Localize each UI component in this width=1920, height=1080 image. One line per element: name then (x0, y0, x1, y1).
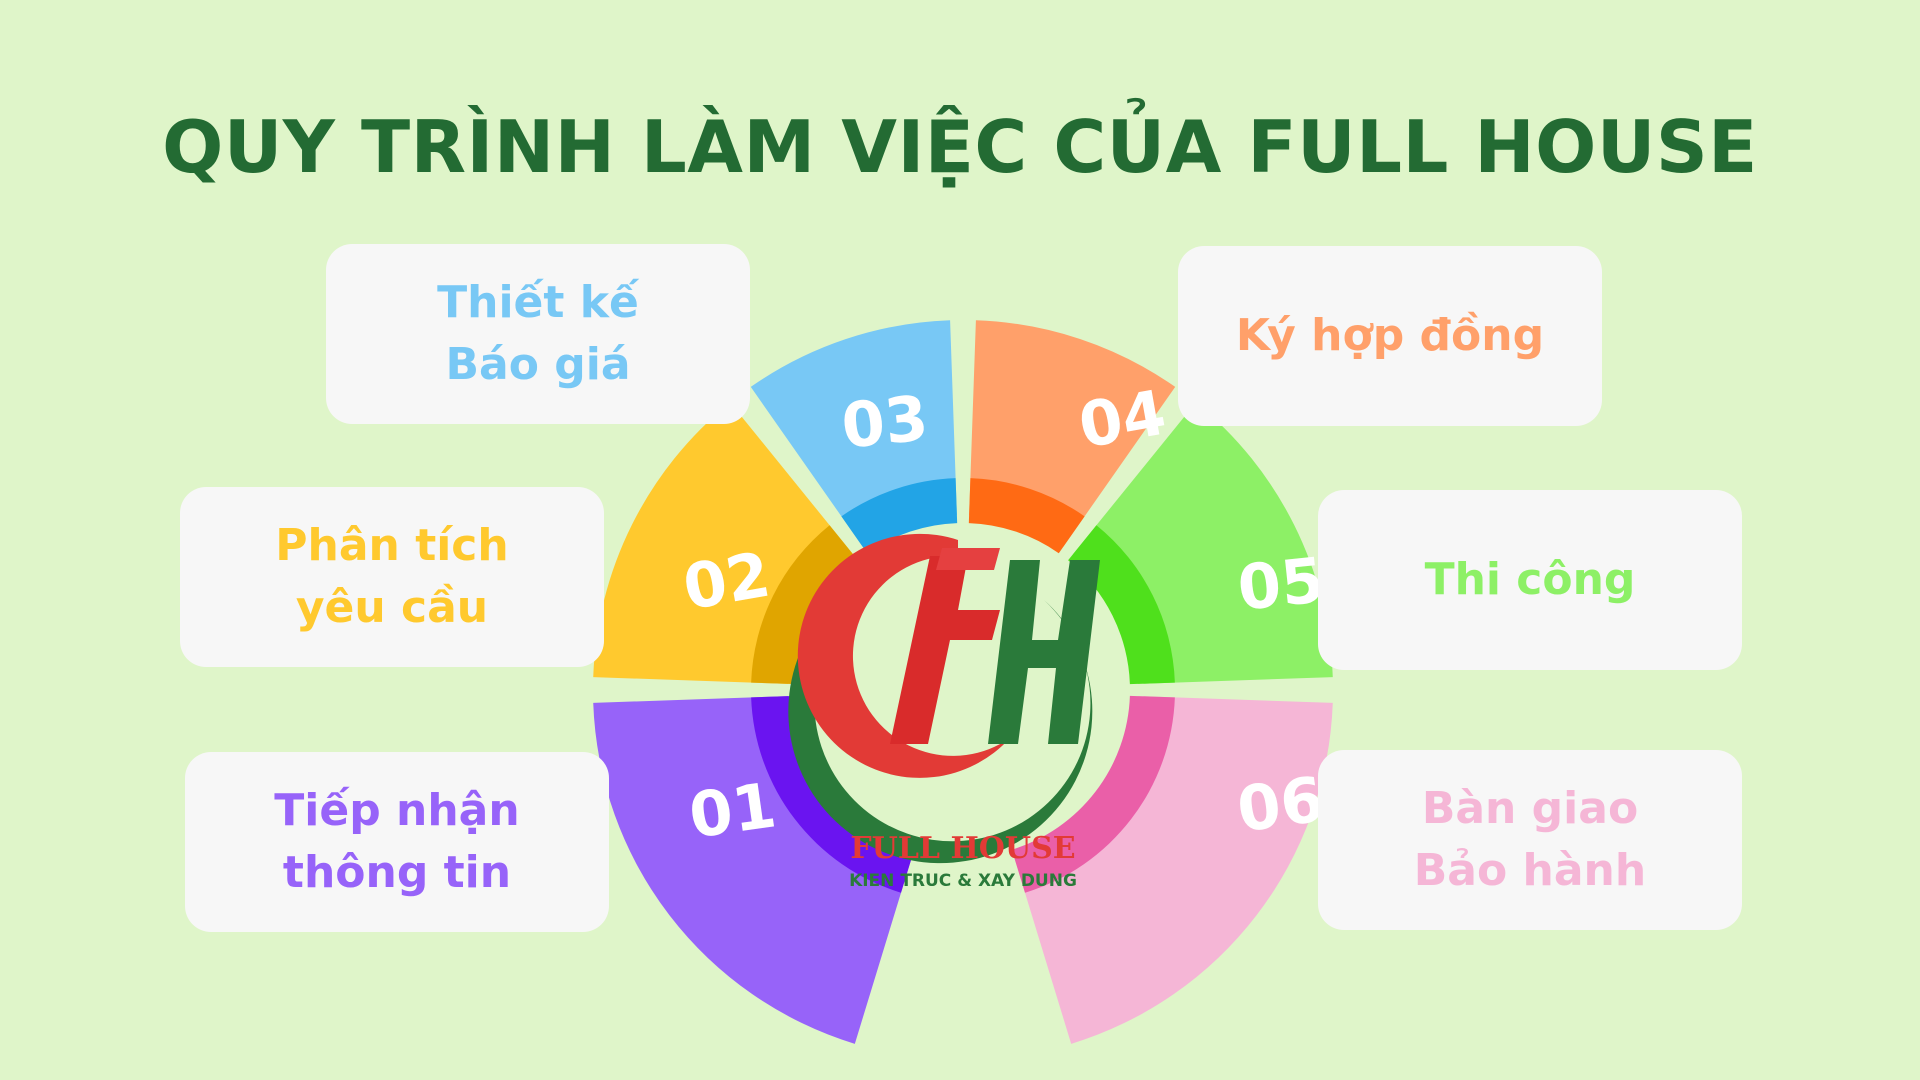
logo-tagline: KIEN TRUC & XAY DUNG (849, 871, 1077, 891)
step-04-number: 04 (1073, 376, 1171, 463)
logo-monogram (890, 548, 1100, 744)
step-01-label-line-1: Tiếp nhận (274, 785, 520, 836)
step-01-label-line-2: thông tin (282, 847, 512, 898)
step-04-card: Ký hợp đồng (1178, 246, 1602, 426)
step-05-card: Thi công (1318, 490, 1742, 670)
step-03-card: Thiết kế Báo giá (326, 244, 750, 424)
step-03-label-line-1: Thiết kế (437, 277, 639, 328)
logo-red-crescent (797, 533, 1010, 778)
step-06-label-line-2: Bảo hành (1413, 845, 1647, 896)
step-06-card: Bàn giao Bảo hành (1318, 750, 1742, 930)
step-02-inner-band (751, 525, 858, 685)
step-01-segment (593, 696, 912, 1044)
step-02-label-line-2: yêu cầu (295, 582, 489, 633)
step-03-number: 03 (838, 381, 931, 463)
step-02-number: 02 (678, 538, 776, 625)
step-05-number: 05 (1234, 543, 1327, 625)
step-02-card: Phân tích yêu cầu (180, 487, 604, 667)
step-03-inner-band (841, 478, 958, 554)
step-01-number: 01 (685, 768, 781, 852)
step-05-label-line-1: Thi công (1424, 554, 1636, 605)
step-02-label-line-1: Phân tích (275, 520, 509, 571)
page-title: QUY TRÌNH LÀM VIỆC CỦA FULL HOUSE (162, 105, 1758, 189)
step-03-label-line-2: Báo giá (445, 339, 631, 390)
step-06-segment (1014, 696, 1333, 1044)
step-04-inner-band (968, 478, 1085, 554)
step-04-label-line-1: Ký hợp đồng (1235, 310, 1545, 361)
step-06-inner-band (1011, 695, 1175, 893)
full-house-logo: FULL HOUSE KIEN TRUC & XAY DUNG (788, 533, 1100, 891)
step-06-number: 06 (1233, 762, 1329, 846)
step-06-label-line-1: Bàn giao (1421, 783, 1639, 834)
step-01-card: Tiếp nhận thông tin (185, 752, 609, 932)
logo-name: FULL HOUSE (850, 831, 1075, 866)
